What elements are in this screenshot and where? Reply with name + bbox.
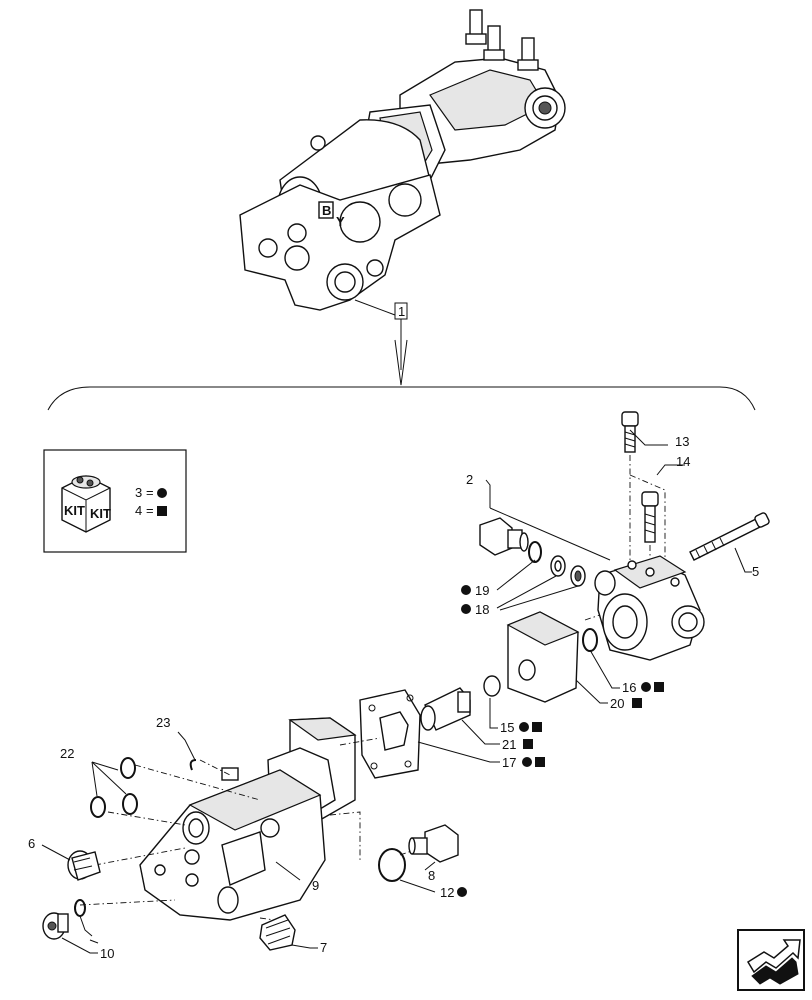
kit-legend-eq-4: = [146,503,154,518]
valve-letter-b: B [322,203,331,218]
part-21-orings [90,757,138,818]
kit-mark-square [654,682,664,692]
kit-mark-circle [461,604,471,614]
part-11-screw [621,411,639,453]
kit-circle-symbol [157,488,167,498]
part-19-block [506,611,580,703]
part-13-washer [483,675,501,697]
kit-icon: KIT KIT [61,475,111,533]
kit-legend-num-4: 4 [135,503,142,518]
kit-mark-square [532,722,542,732]
leader-lines [41,429,752,954]
part-10-plug [42,912,69,940]
part-labels: 13 14 2 5 19 18 16 20 15 21 17 23 22 6 9… [28,434,759,961]
label-12: 14 [676,454,690,469]
part-15-gasket [359,689,421,779]
label-6: 6 [28,836,35,851]
kit-mark-square [523,739,533,749]
assembly-callout: 1 [47,299,756,411]
part-8-plug [408,824,459,863]
label-15: 17 [502,755,516,770]
label-16: 16 [622,680,636,695]
kit-legend-num-3: 3 [135,485,142,500]
part-23-ring [74,899,86,917]
label-20: 21 [502,737,516,752]
label-7: 7 [320,940,327,955]
kit-mark-circle [641,682,651,692]
part-9-valve-body [139,717,357,921]
assembly-label: 1 [398,304,405,319]
valve-letter-y: Y [336,214,345,229]
label-19: 20 [610,696,624,711]
label-14: 12 [440,885,454,900]
kit-text-right: KIT [90,506,111,521]
label-13: 15 [500,720,514,735]
next-page-arrow-icon[interactable] [737,929,805,991]
kit-mark-circle [461,585,471,595]
label-10: 10 [100,946,114,961]
part-16-ring [582,628,598,652]
label-2: 2 [466,472,473,487]
kit-text-left: KIT [64,503,85,518]
kit-mark-circle [457,887,467,897]
part-2-plug [479,507,611,561]
kit-mark-square [535,757,545,767]
label-22: 23 [156,715,170,730]
kit-mark-square [632,698,642,708]
label-17: 18 [475,602,489,617]
assembled-valve-illustration: B Y [239,9,566,311]
part-7-fitting [259,914,296,951]
label-9: 9 [312,878,319,893]
kit-mark-circle [522,757,532,767]
kit-legend-eq-3: = [146,485,154,500]
part-12-screw [641,491,659,543]
kit-square-symbol [157,506,167,516]
label-8: 8 [428,868,435,883]
kit-legend-box: KIT KIT 3 = 4 = [43,449,187,553]
part-22-ring [189,759,197,771]
part-5-bolt [689,512,770,561]
right-valve-block [594,555,705,661]
kit-mark-circle [519,722,529,732]
label-5: 5 [752,564,759,579]
part-17-washers [550,555,586,587]
part-6-fitting [67,850,101,881]
label-18: 19 [475,583,489,598]
label-11: 13 [675,434,689,449]
part-20-piston [420,687,471,731]
label-21: 22 [60,746,74,761]
part-18-ring [528,541,542,563]
part-14-ring [378,848,406,882]
